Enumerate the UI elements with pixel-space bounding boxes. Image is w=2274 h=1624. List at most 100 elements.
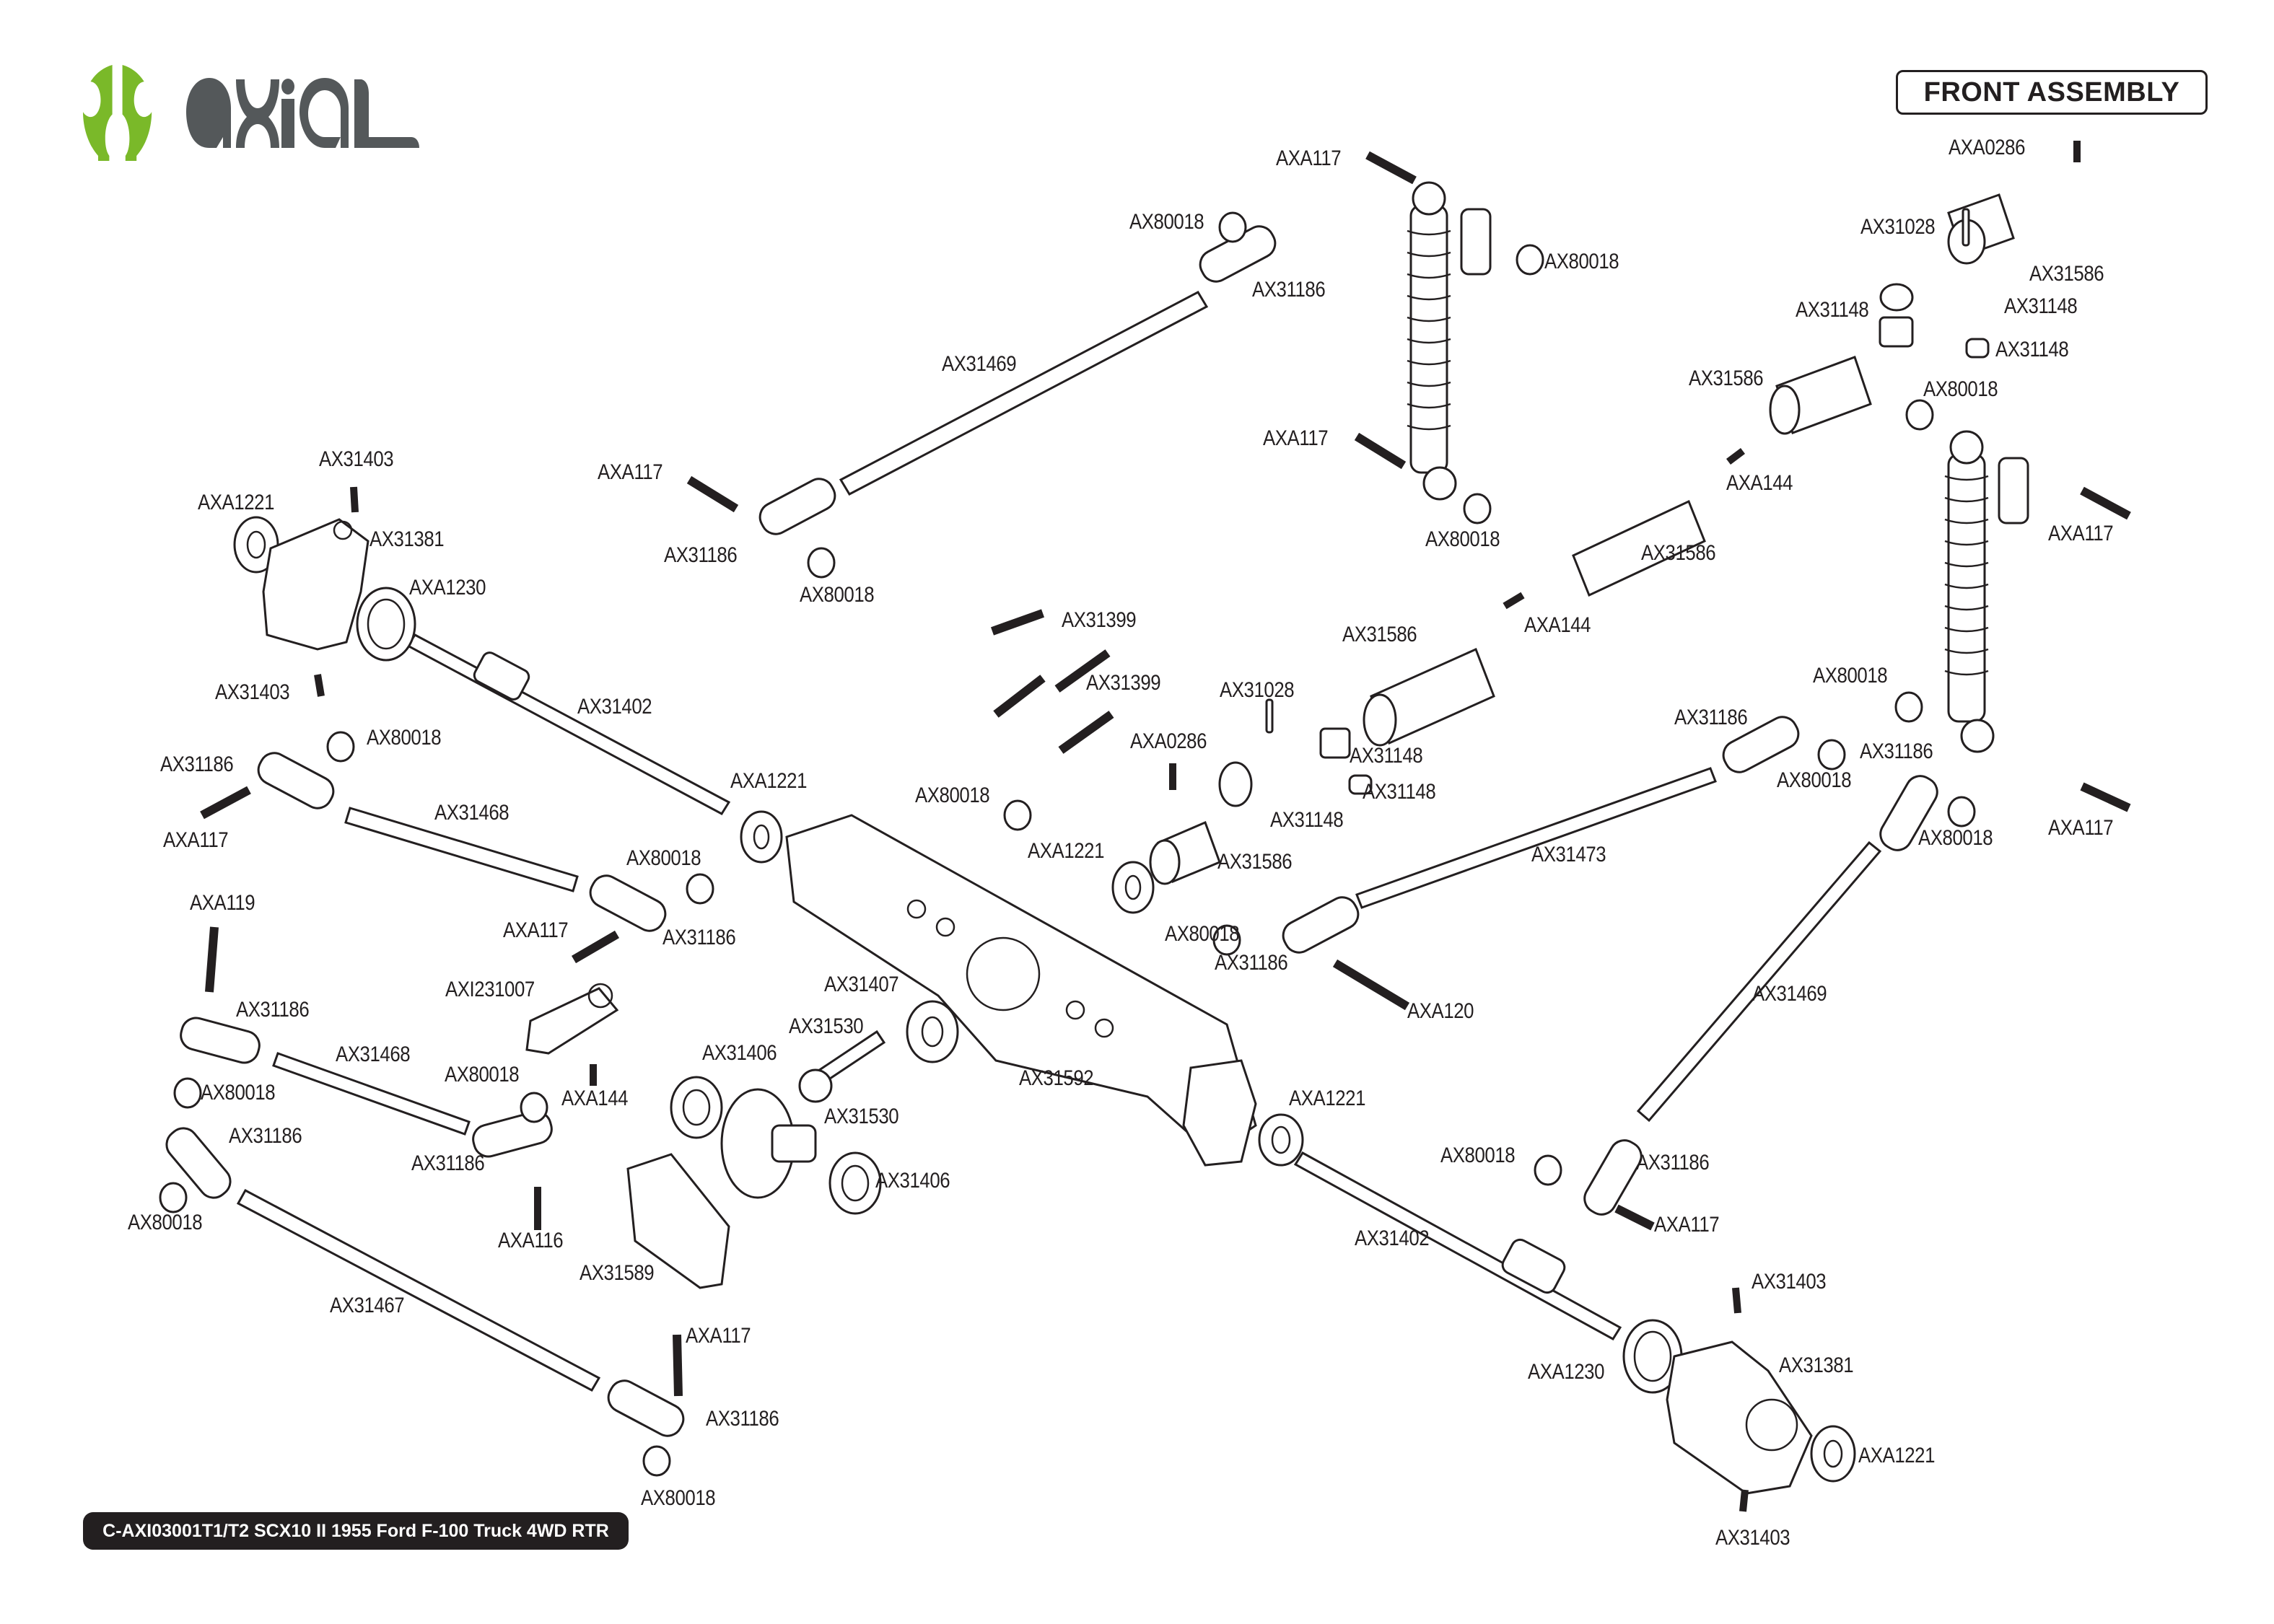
part-label-ax31148: AX31148 [1796,298,1869,322]
part-label-ax31592: AX31592 [1019,1066,1094,1090]
part-label-ax31186: AX31186 [1636,1151,1710,1175]
part-label-ax31530: AX31530 [824,1105,899,1128]
pinion-ax31530 [798,1030,886,1103]
axial-logo [83,65,419,161]
part-label-ax31186: AX31186 [662,926,736,949]
part-label-axa119: AXA119 [190,891,255,915]
part-label-ax80018: AX80018 [201,1081,276,1105]
part-label-ax31467: AX31467 [330,1294,405,1317]
part-label-ax80018: AX80018 [445,1063,520,1087]
part-label-ax31473: AX31473 [1531,843,1606,866]
part-label-ax80018: AX80018 [1544,250,1619,273]
part-label-axa144: AXA144 [1726,471,1793,495]
servo-horn-axi231007 [525,983,619,1055]
part-label-ax80018: AX80018 [1813,664,1888,688]
part-label-ax80018: AX80018 [1923,377,1998,401]
part-label-ax80018: AX80018 [128,1211,203,1234]
part-label-ax80018: AX80018 [641,1486,716,1510]
part-label-ax31148: AX31148 [1995,338,2069,361]
axle-housing-ax31592 [785,814,1257,1156]
part-label-axa117: AXA117 [1276,146,1342,170]
part-label-axa1221: AXA1221 [730,769,808,793]
part-label-axa1221: AXA1221 [198,491,275,514]
part-label-axa117: AXA117 [598,460,663,484]
part-label-ax31403: AX31403 [215,680,290,704]
part-label-ax31399: AX31399 [1062,608,1137,632]
link-rod-ax31468 [344,807,579,892]
part-label-ax31407: AX31407 [824,973,899,996]
part-label-axa1221: AXA1221 [1028,839,1105,863]
part-label-ax80018: AX80018 [367,726,442,750]
part-label-ax31589: AX31589 [580,1261,655,1285]
part-label-ax31148: AX31148 [1363,780,1436,804]
axial-mark-icon [83,65,152,161]
part-label-ax31186: AX31186 [1252,278,1326,302]
model-footer: C-AXI03001T1/T2 SCX10 II 1955 Ford F-100… [83,1512,629,1550]
link-rod-ax31473 [1355,767,1717,909]
section-title: FRONT ASSEMBLY [1896,70,2208,115]
screws [200,141,2131,1512]
part-label-axa1221: AXA1221 [1858,1444,1936,1467]
shock-right [1944,430,2029,753]
part-label-ax31186: AX31186 [1674,706,1748,729]
part-label-ax80018: AX80018 [915,784,990,807]
part-label-ax80018: AX80018 [1165,922,1240,946]
part-label-axa1230: AXA1230 [1528,1360,1605,1384]
bearings [233,516,1856,1483]
part-label-ax31468: AX31468 [336,1043,411,1066]
part-label-ax31406: AX31406 [702,1041,777,1065]
ring-gear-ax31530 [720,1088,817,1199]
part-label-axa0286: AXA0286 [1130,729,1207,753]
part-label-ax80018: AX80018 [1440,1144,1516,1167]
part-label-ax31403: AX31403 [1715,1526,1790,1550]
pivot-balls-ax80018 [159,211,1976,1477]
link-rod-ax31469-lower [1636,840,1882,1123]
axle-shaft-left [406,633,731,815]
part-label-axa117: AXA117 [2048,816,2114,840]
part-label-ax31186: AX31186 [236,998,310,1022]
part-label-axa144: AXA144 [1524,613,1591,637]
part-label-ax31403: AX31403 [319,447,394,471]
part-label-ax31186: AX31186 [229,1124,302,1148]
part-label-axa117: AXA117 [163,828,229,852]
shock-left [1407,181,1492,501]
part-label-ax31530: AX31530 [789,1014,864,1038]
part-label-ax31406: AX31406 [875,1169,950,1193]
link-rod-ax31467 [236,1188,601,1392]
part-label-ax31586: AX31586 [1641,541,1716,565]
part-label-ax31028: AX31028 [1860,215,1936,239]
part-label-ax80018: AX80018 [1129,210,1204,234]
part-label-ax31469: AX31469 [1752,982,1827,1006]
part-label-axa120: AXA120 [1407,999,1474,1023]
part-label-ax31186: AX31186 [1215,951,1288,975]
axial-wordmark [186,78,419,148]
part-label-ax31586: AX31586 [1342,623,1417,646]
part-label-ax31586: AX31586 [1689,367,1764,390]
diff-cover-ax31589 [626,1153,730,1289]
part-label-ax31148: AX31148 [1350,744,1423,768]
link-rod-ax31468-lower [272,1052,471,1136]
part-label-ax31402: AX31402 [577,695,652,719]
c-hub-right [1182,1059,1257,1167]
part-label-ax31381: AX31381 [369,527,445,551]
part-label-ax31381: AX31381 [1779,1353,1854,1377]
part-label-ax31186: AX31186 [706,1407,779,1431]
part-label-ax31186: AX31186 [160,752,234,776]
part-label-axa144: AXA144 [561,1087,629,1110]
part-label-ax31148: AX31148 [1270,808,1344,832]
link-rod-ax31469-upper [839,291,1209,496]
part-label-ax80018: AX80018 [800,583,875,607]
part-label-ax31402: AX31402 [1355,1226,1430,1250]
part-label-axa117: AXA117 [2048,522,2114,545]
part-label-ax31148: AX31148 [2004,294,2078,318]
part-label-ax31586: AX31586 [2029,262,2104,286]
part-label-ax31468: AX31468 [434,801,510,825]
part-label-axi231007: AXI231007 [445,978,535,1001]
part-label-ax80018: AX80018 [1425,527,1500,551]
part-label-ax31186: AX31186 [664,543,738,567]
part-label-ax31399: AX31399 [1086,671,1161,695]
driveshaft-parts [1149,193,2015,885]
part-label-ax31469: AX31469 [942,352,1017,376]
